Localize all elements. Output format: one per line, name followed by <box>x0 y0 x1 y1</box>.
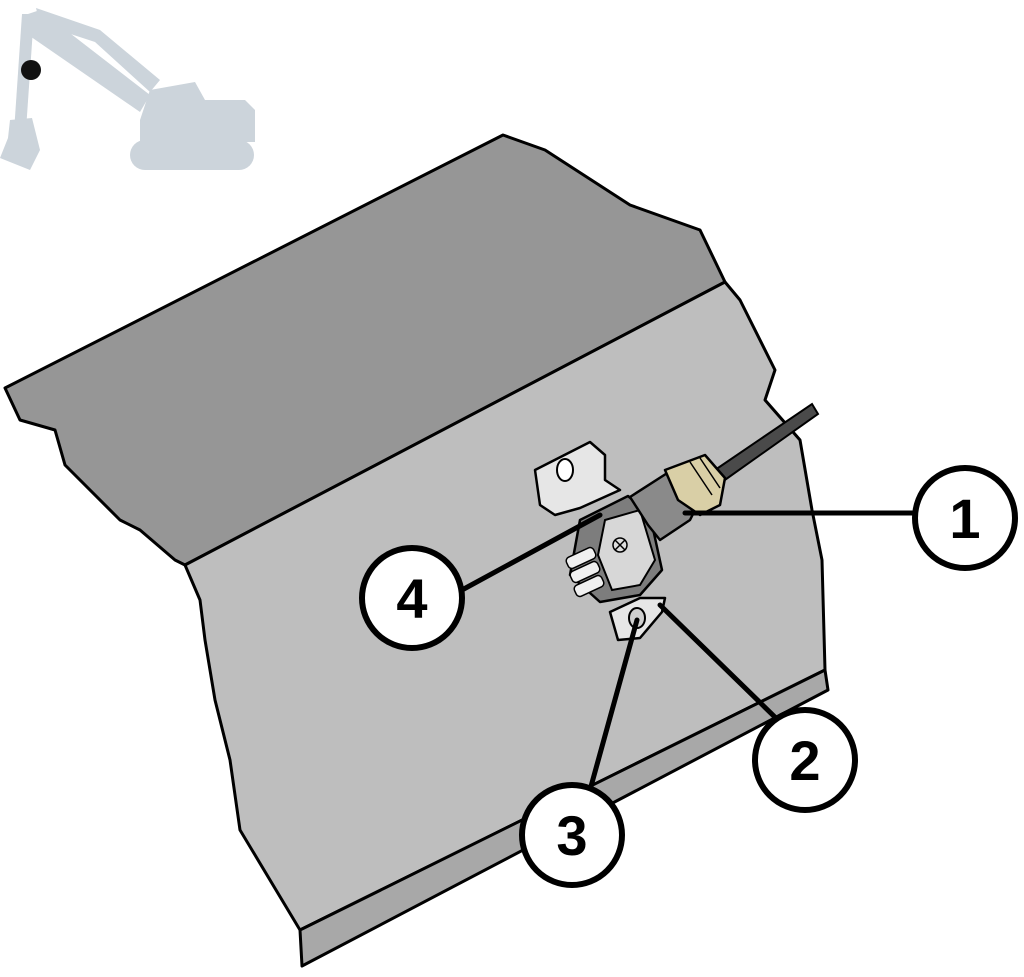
mounting-bracket-upper-tab <box>533 440 622 517</box>
excavator-icon <box>0 8 255 170</box>
location-dot-icon <box>21 60 41 80</box>
svg-text:4: 4 <box>396 567 427 630</box>
boom-upper-plate <box>3 133 727 567</box>
leader-3a <box>587 617 640 793</box>
callout-leaders <box>459 510 918 793</box>
cable-gland-nut <box>663 453 727 517</box>
connector-pins <box>565 546 605 598</box>
bracket-hole-upper <box>556 458 574 482</box>
callout-4: 4 <box>359 545 465 651</box>
callout-3: 3 <box>519 782 625 888</box>
svg-text:2: 2 <box>789 729 820 792</box>
leader-2 <box>657 602 783 725</box>
svg-text:1: 1 <box>949 487 980 550</box>
boom-side-plate <box>183 280 827 932</box>
callout-1: 1 <box>912 465 1018 571</box>
callout-2: 2 <box>752 707 858 813</box>
svg-text:3: 3 <box>556 804 587 867</box>
leader-4 <box>459 512 603 593</box>
